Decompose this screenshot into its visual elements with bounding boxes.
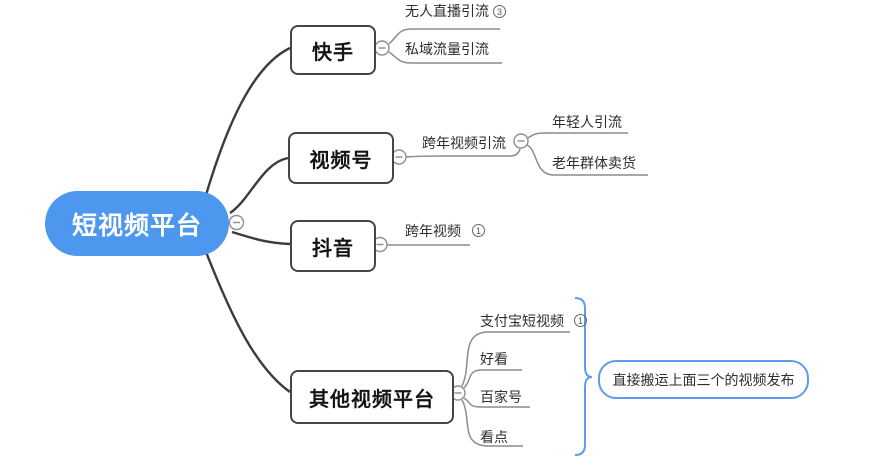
connector-root-kuaishou bbox=[204, 46, 291, 196]
connector-kuaishou-child2 bbox=[388, 51, 502, 64]
subtopic-elderly-selling[interactable]: 老年群体卖货 bbox=[552, 155, 636, 171]
connector-root-shipinhao bbox=[229, 156, 289, 215]
connector-root-douyin bbox=[231, 230, 291, 246]
collapse-button-kuaishou[interactable] bbox=[374, 40, 390, 56]
connector-kuaishou-child1 bbox=[388, 28, 500, 45]
collapse-button-shipinhao[interactable] bbox=[391, 149, 407, 165]
subtopic-young-people-traffic[interactable]: 年轻人引流 bbox=[552, 114, 622, 130]
subtopic-alipay-short-video[interactable]: 支付宝短视频 bbox=[480, 313, 564, 329]
summary-callout-label: 直接搬运上面三个的视频发布 bbox=[612, 371, 795, 388]
topic-other-platforms-label: 其他视频平台 bbox=[309, 388, 435, 411]
connector-other-child3 bbox=[463, 397, 530, 408]
topic-shipinhao-label: 视频号 bbox=[309, 149, 373, 172]
subtopic-kandian[interactable]: 看点 bbox=[480, 429, 508, 445]
connector-root-other bbox=[204, 251, 291, 393]
connector-other-child2 bbox=[463, 369, 522, 389]
topic-kuaishou-label: 快手 bbox=[312, 41, 354, 64]
connector-other-child1 bbox=[461, 331, 570, 387]
subtopic-baijiahao[interactable]: 百家号 bbox=[480, 389, 522, 405]
root-topic[interactable]: 短视频平台 bbox=[45, 191, 229, 256]
connector-kuanian-child1 bbox=[527, 132, 628, 139]
topic-douyin[interactable]: 抖音 bbox=[290, 220, 376, 272]
topic-other-platforms[interactable]: 其他视频平台 bbox=[290, 370, 454, 424]
topic-kuaishou[interactable]: 快手 bbox=[290, 25, 376, 75]
collapse-button-root[interactable] bbox=[228, 214, 245, 231]
subtopic-private-traffic[interactable]: 私域流量引流 bbox=[405, 41, 489, 57]
connector-other-child4 bbox=[461, 399, 523, 447]
subtopic-haokan[interactable]: 好看 bbox=[480, 351, 508, 367]
root-topic-label: 短视频平台 bbox=[71, 211, 202, 240]
priority-badge-3: 3 bbox=[493, 5, 506, 18]
priority-badge-1-douyin: 1 bbox=[472, 224, 485, 237]
summary-callout[interactable]: 直接搬运上面三个的视频发布 bbox=[598, 360, 809, 399]
subtopic-newyear-video-traffic[interactable]: 跨年视频引流 bbox=[422, 135, 506, 151]
priority-badge-1-alipay: 1 bbox=[574, 314, 587, 327]
subtopic-no-host-livestream[interactable]: 无人直播引流 bbox=[405, 3, 489, 19]
subtopic-newyear-video[interactable]: 跨年视频 bbox=[405, 223, 461, 239]
connector-shipinhao-child bbox=[405, 148, 521, 158]
summary-brace[interactable] bbox=[574, 297, 593, 456]
collapse-button-kuanianyinliu[interactable] bbox=[513, 133, 529, 149]
topic-shipinhao[interactable]: 视频号 bbox=[288, 132, 394, 184]
connector-kuanian-child2 bbox=[526, 144, 648, 176]
topic-douyin-label: 抖音 bbox=[312, 237, 354, 260]
